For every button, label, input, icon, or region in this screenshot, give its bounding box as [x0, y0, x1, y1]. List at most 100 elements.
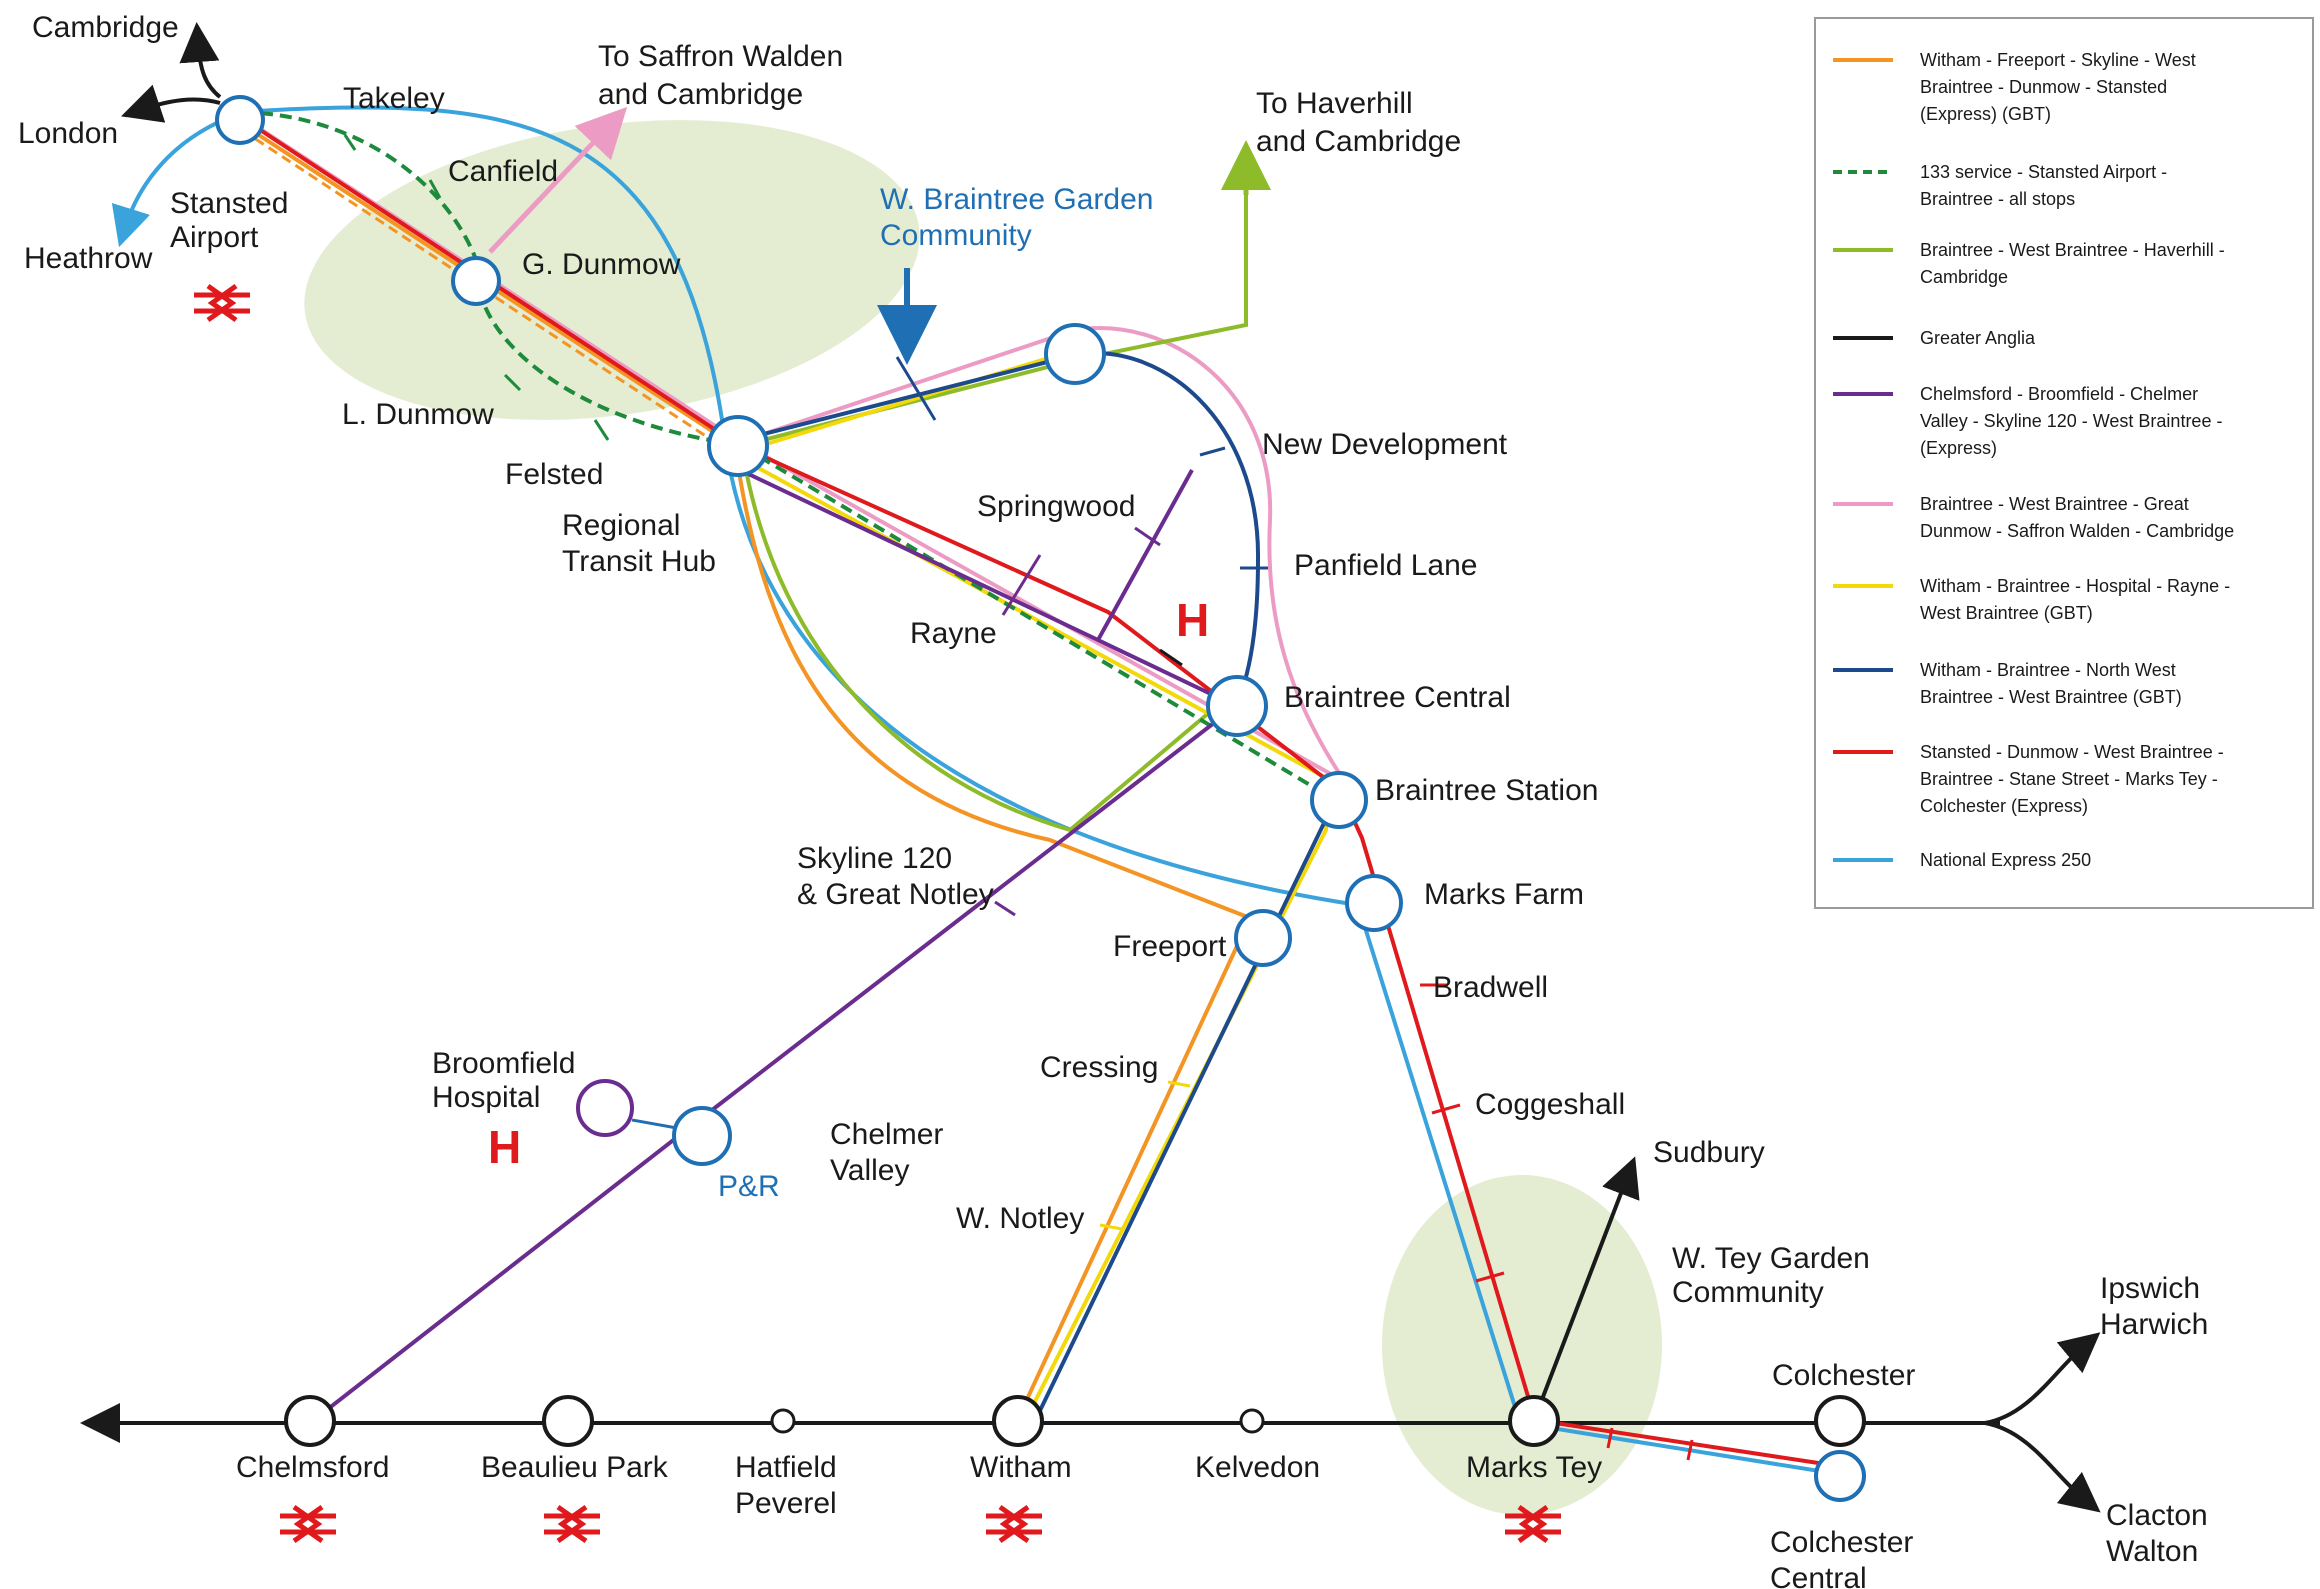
station-colchester[interactable] [1814, 1395, 1866, 1447]
hospital-marker-broomfield: H [488, 1121, 521, 1173]
station-kelvedon[interactable] [1239, 1408, 1265, 1434]
station-freeport[interactable] [1234, 909, 1292, 967]
legend-label: Greater Anglia [1920, 328, 2036, 348]
label-line: Walton [2106, 1535, 2198, 1568]
label-line: Community [1672, 1276, 1824, 1309]
legend-label-line: Cambridge [1920, 267, 2008, 287]
label-bradwell: Bradwell [1433, 971, 1548, 1004]
station-braintree-central[interactable] [1206, 675, 1268, 737]
label-cressing: Cressing [1040, 1051, 1158, 1084]
route-133-service [241, 110, 1312, 787]
route-national-express-250 [239, 105, 1839, 1476]
station-colchester-central[interactable] [1814, 1450, 1866, 1502]
label-coggeshall: Coggeshall [1475, 1088, 1625, 1121]
legend-label-line: (Express) [1920, 438, 1997, 458]
label-skyline: Skyline 120& Great Notley [797, 842, 994, 911]
legend-label-line: Braintree - West Braintree (GBT) [1920, 687, 2182, 707]
label-line: Ipswich [2100, 1272, 2200, 1305]
station-hatfield-peverel[interactable] [770, 1408, 796, 1434]
label-line: Chelmer [830, 1118, 943, 1151]
label-braintree-central: Braintree Central [1284, 681, 1511, 714]
legend-label: Witham - Braintree - Hospital - Rayne -W… [1920, 576, 2230, 623]
label-line: Valley [830, 1154, 909, 1187]
station-beaulieu-park[interactable] [542, 1395, 594, 1447]
label-line: Broomfield [432, 1047, 575, 1080]
label-freeport: Freeport [1113, 930, 1227, 963]
station-g-dunmow[interactable] [451, 256, 501, 306]
label-line: Colchester [1770, 1526, 1913, 1559]
saffron-walden-arrow [488, 106, 628, 254]
rail-icon-chelmsford [280, 1507, 336, 1541]
legend-label-line: Braintree - Stane Street - Marks Tey - [1920, 769, 2218, 789]
label-beaulieu: Beaulieu Park [481, 1451, 669, 1484]
label-colchester: Colchester [1772, 1359, 1915, 1392]
station-broomfield-hospital[interactable] [576, 1079, 634, 1137]
label-line: Skyline 120 [797, 842, 952, 875]
legend-label-line: National Express 250 [1920, 850, 2091, 870]
route-navy [739, 351, 1342, 1424]
label-line: Hospital [432, 1081, 540, 1114]
label-w-notley: W. Notley [956, 1202, 1084, 1235]
station-chelmsford[interactable] [284, 1395, 336, 1447]
stop-ticks [343, 134, 1694, 1461]
station-marks-farm[interactable] [1345, 874, 1403, 932]
legend-label-line: Braintree - West Braintree - Great [1920, 494, 2189, 514]
label-marks-farm: Marks Farm [1424, 878, 1584, 911]
label-line: W. Tey Garden [1672, 1242, 1870, 1275]
legend-label-line: Dunmow - Saffron Walden - Cambridge [1920, 521, 2234, 541]
rail-icon-stansted [194, 286, 250, 320]
legend-label: 133 service - Stansted Airport -Braintre… [1920, 162, 2167, 209]
station-stansted[interactable] [215, 95, 265, 145]
station-marks-tey[interactable] [1508, 1395, 1560, 1447]
legend-label: Stansted - Dunmow - West Braintree -Brai… [1920, 742, 2224, 816]
label-line: To Saffron Walden [598, 40, 843, 73]
legend-label-line: Colchester (Express) [1920, 796, 2088, 816]
stansted-heathrow-arrow [111, 116, 229, 248]
label-canfield: Canfield [448, 155, 558, 188]
label-new-development: New Development [1262, 428, 1508, 461]
w-braintree-garden-area [304, 120, 920, 420]
legend-label-line: Braintree - Dunmow - Stansted [1920, 77, 2167, 97]
label-line: Stansted [170, 187, 288, 220]
dest-cambridge: Cambridge [32, 11, 179, 44]
legend-label-line: Greater Anglia [1920, 328, 2036, 348]
station-witham[interactable] [992, 1395, 1044, 1447]
station-regional-hub[interactable] [707, 415, 769, 477]
label-panfield-lane: Panfield Lane [1294, 549, 1478, 582]
legend-label-line: Witham - Braintree - North West [1920, 660, 2176, 680]
legend-label: National Express 250 [1920, 850, 2091, 870]
dest-saffron: To Saffron Walden and Cambridge [598, 40, 843, 111]
label-pr: P&R [718, 1170, 780, 1203]
dest-sudbury: Sudbury [1653, 1136, 1765, 1169]
label-g-dunmow: G. Dunmow [522, 248, 681, 281]
label-line: To Haverhill [1256, 87, 1413, 120]
label-line: and Cambridge [598, 78, 803, 111]
station-braintree-station[interactable] [1310, 771, 1368, 829]
stansted-london-arrow [121, 84, 221, 123]
legend-label-line: Braintree - all stops [1920, 189, 2075, 209]
label-witham: Witham [970, 1451, 1072, 1484]
label-kelvedon: Kelvedon [1195, 1451, 1320, 1484]
label-braintree-station: Braintree Station [1375, 774, 1598, 807]
station-park-and-ride[interactable] [672, 1106, 732, 1166]
label-line: & Great Notley [797, 878, 994, 911]
marks-tey-sudbury-line [1531, 1156, 1640, 1424]
label-line: W. Braintree Garden [880, 183, 1153, 216]
station-west-braintree[interactable] [1044, 323, 1106, 385]
label-rayne: Rayne [910, 617, 997, 650]
label-springwood: Springwood [977, 490, 1135, 523]
rail-icon-witham [986, 1507, 1042, 1541]
legend-label-line: (Express) (GBT) [1920, 104, 2051, 124]
